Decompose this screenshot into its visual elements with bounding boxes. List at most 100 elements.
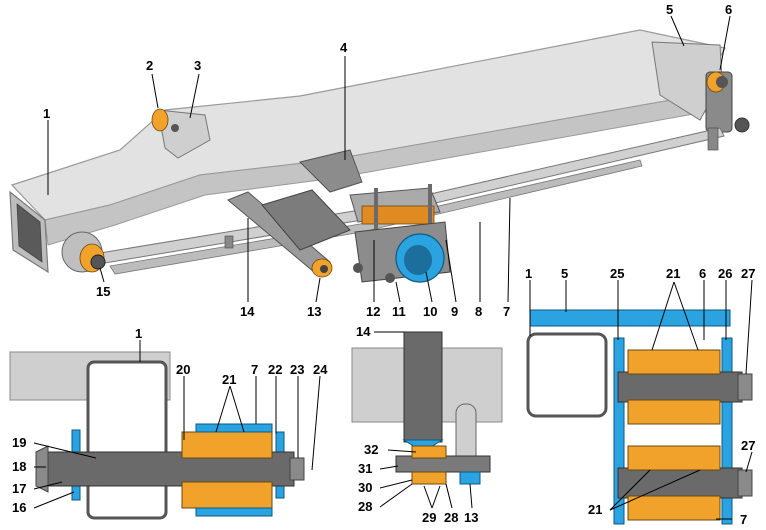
callout-7a: 7 — [503, 304, 510, 319]
callout-11: 11 — [392, 304, 406, 319]
leader-lines — [33, 15, 753, 520]
leader-16 — [33, 491, 75, 509]
leader-27a — [745, 279, 753, 375]
shackle-plate-right — [721, 337, 733, 525]
shackle-upper-bush-bottom — [627, 399, 721, 425]
shock-section-washer — [459, 471, 481, 485]
callout-10: 10 — [423, 304, 437, 319]
callout-12: 12 — [366, 304, 380, 319]
shock-section-bush-top — [411, 445, 447, 459]
nut-u-bolt-left — [353, 263, 363, 273]
callout-1c: 1 — [525, 266, 532, 281]
callout-16: 16 — [12, 500, 26, 515]
front-eye-section — [9, 351, 305, 520]
leader-29-1 — [423, 485, 433, 509]
callout-7b: 7 — [251, 362, 258, 377]
main-assembly — [9, 29, 750, 283]
leader-19 — [33, 442, 97, 459]
leaf-spring-lower-leaf — [109, 159, 643, 275]
callout-25: 25 — [610, 266, 624, 281]
callout-28a: 28 — [358, 499, 372, 514]
frame-side-face — [44, 94, 706, 246]
rear-shackle-section — [526, 309, 753, 525]
leaf-spring-clip-rear — [707, 127, 719, 151]
leader-13a — [315, 277, 321, 303]
leader-13b — [469, 483, 473, 509]
leader-24 — [311, 375, 321, 471]
callout-14b: 14 — [356, 324, 371, 339]
leader-29-2 — [431, 485, 441, 509]
leader-6a — [719, 15, 731, 71]
callout-6a: 6 — [725, 2, 732, 17]
callout-31: 31 — [358, 461, 372, 476]
callout-23: 23 — [290, 362, 304, 377]
callout-13a: 13 — [307, 304, 321, 319]
section-nut — [289, 457, 305, 481]
callout-18: 18 — [12, 459, 26, 474]
shackle-lower-bush-top — [627, 445, 721, 471]
leader-30 — [379, 479, 413, 489]
callout-7c: 7 — [740, 512, 747, 527]
callout-19: 19 — [12, 435, 26, 450]
shackle-bolt-upper — [716, 76, 728, 88]
callout-21a: 21 — [222, 372, 236, 387]
shock-mount-section — [351, 331, 503, 485]
callout-6b: 6 — [699, 266, 706, 281]
cross-member — [299, 149, 363, 193]
shock-section-rod — [403, 331, 443, 443]
callout-29: 29 — [422, 510, 436, 525]
leader-7a — [507, 197, 511, 303]
shackle-lower-bush-bottom — [627, 495, 721, 521]
callout-8: 8 — [475, 304, 482, 319]
leader-28a — [379, 483, 413, 508]
callout-2: 2 — [146, 58, 153, 73]
leader-31 — [379, 465, 399, 470]
leader-21b-1 — [651, 281, 675, 351]
shackle-lower-pin — [617, 467, 743, 499]
leader-5a — [670, 15, 685, 47]
shackle-plate-left — [613, 337, 625, 525]
callout-1a: 1 — [43, 106, 50, 121]
shackle-section-box — [526, 332, 608, 418]
section-bolt-head — [35, 445, 49, 493]
callout-14a: 14 — [240, 304, 255, 319]
callout-labels: 1 2 3 4 5 6 7 8 9 10 11 12 13 14 15 1 20… — [12, 2, 755, 527]
leader-28b — [445, 483, 453, 509]
callout-4: 4 — [340, 40, 348, 55]
callout-15: 15 — [96, 284, 110, 299]
axle-tube-inner — [404, 245, 432, 275]
leaf-spring-clip-front — [224, 235, 234, 249]
callout-22: 22 — [268, 362, 282, 377]
callout-5a: 5 — [666, 2, 673, 17]
leader-21a-1 — [215, 385, 231, 433]
shock-absorber-cylinder — [261, 189, 351, 251]
leader-32 — [387, 449, 417, 453]
shackle-upper-pin — [617, 371, 743, 403]
section-leaf-lower — [195, 507, 273, 517]
nut-u-bolt-right — [385, 273, 395, 283]
callout-24: 24 — [313, 362, 328, 377]
section-frame-box — [86, 360, 168, 520]
shock-section-bush-bottom — [411, 471, 447, 485]
leader-17 — [33, 481, 63, 490]
leader-3 — [189, 73, 200, 119]
section-bushing-lower — [181, 481, 273, 509]
callout-1b: 1 — [135, 326, 142, 341]
front-bracket-bolt — [171, 124, 179, 132]
leader-15 — [99, 267, 105, 283]
callout-3: 3 — [194, 58, 201, 73]
leader-10 — [425, 271, 433, 303]
front-eye-bolt — [90, 254, 106, 270]
callout-27b: 27 — [741, 438, 755, 453]
leader-21a-2 — [229, 385, 245, 433]
shackle-section-rail — [529, 309, 731, 327]
leader-27b — [745, 451, 753, 473]
shackle-nut-upper — [737, 373, 753, 401]
leader-21c-1 — [609, 469, 651, 511]
frame-box-hollow — [16, 203, 43, 263]
spring-leaf-pack — [361, 205, 435, 225]
leader-2 — [151, 73, 159, 109]
front-bracket — [157, 109, 211, 159]
